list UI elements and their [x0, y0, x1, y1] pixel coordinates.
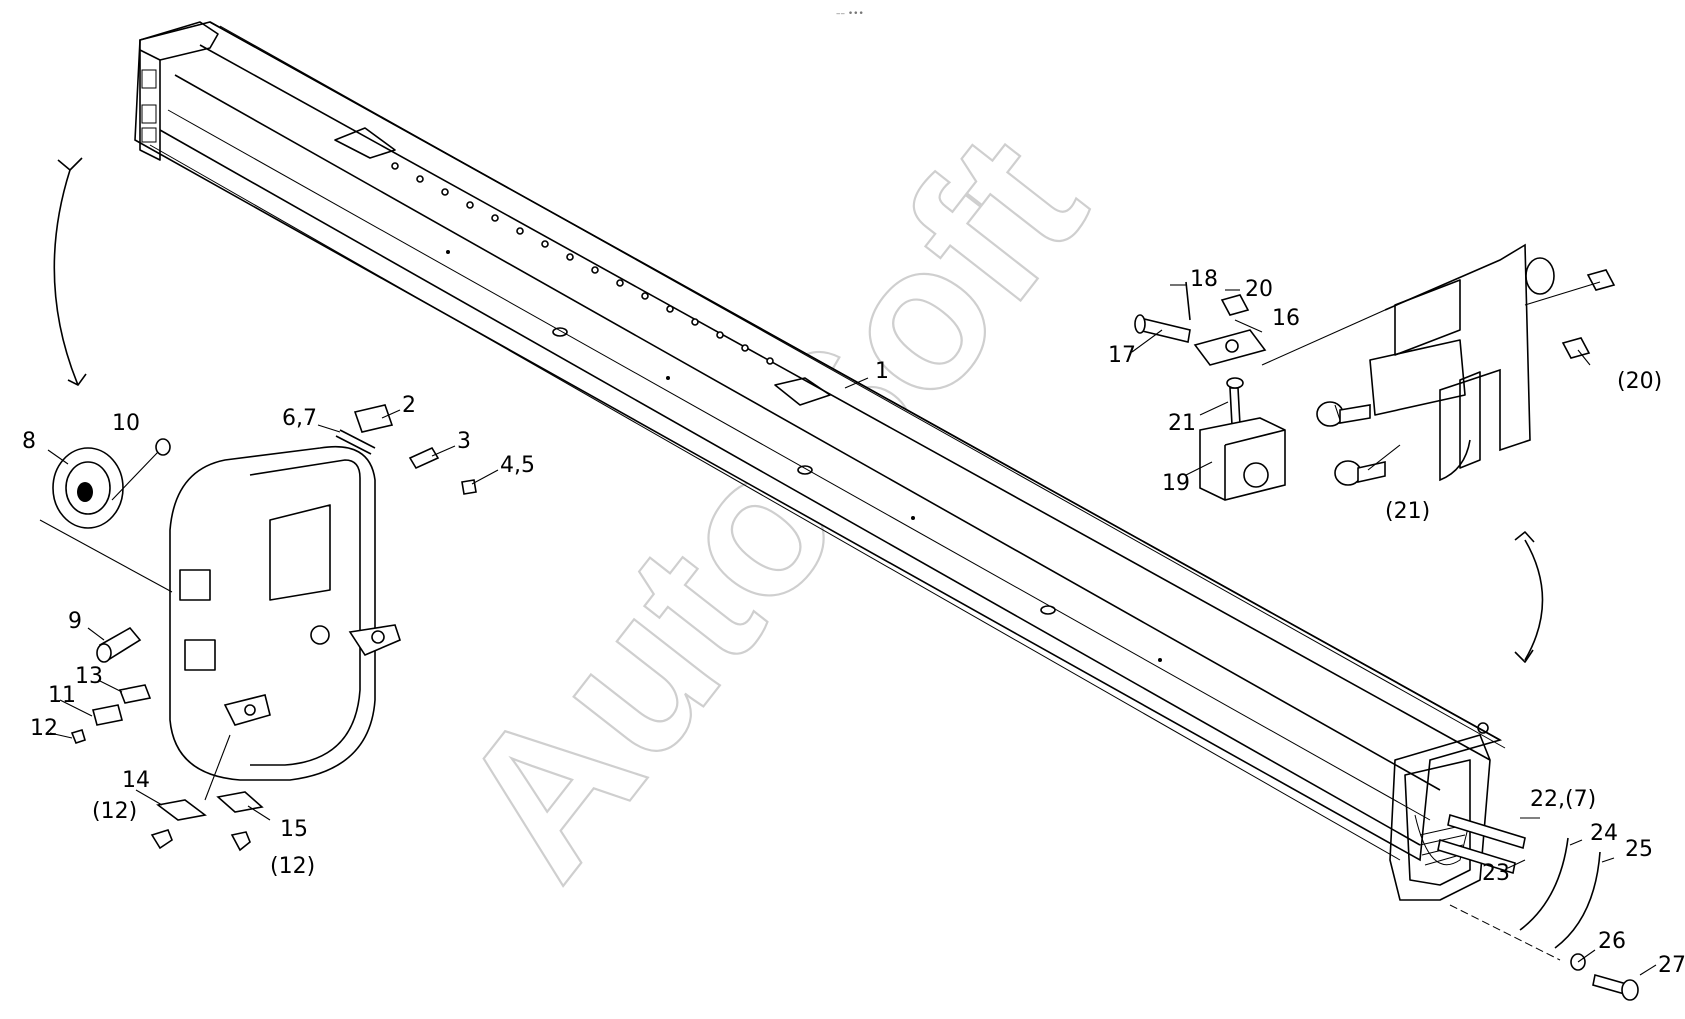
- callout-11: 11: [48, 683, 76, 708]
- callout-6-7: 6,7: [282, 406, 317, 431]
- pin-18: [1185, 281, 1191, 321]
- callout-23: 23: [1482, 861, 1510, 886]
- callout-12: 12: [30, 716, 58, 741]
- callout-12-b: (12): [92, 799, 137, 824]
- block-16: [1193, 329, 1267, 366]
- plate-11-13: [70, 684, 152, 744]
- callout-9: 9: [68, 609, 82, 634]
- bolt-4-5: [461, 479, 477, 495]
- bracket-assembly: [1369, 243, 1555, 482]
- spring-6-7: [335, 429, 376, 455]
- callout-24: 24: [1590, 821, 1618, 846]
- pin-3: [408, 446, 440, 470]
- callout-14: 14: [122, 768, 150, 793]
- callout-15: 15: [280, 817, 308, 842]
- callout-19: 19: [1162, 471, 1190, 496]
- callout-3: 3: [457, 429, 471, 454]
- block-19: [1199, 417, 1286, 501]
- callout-labels: 1 2 3 4,5 6,7 8 9 10 11 12 (12) (12) 13 …: [22, 267, 1685, 978]
- pin-9: [96, 626, 142, 663]
- seal-24-25: [1449, 837, 1601, 961]
- callout-18: 18: [1190, 267, 1218, 292]
- leader-lines: [39, 281, 1657, 976]
- left-end-housing: [169, 445, 401, 781]
- callout-2: 2: [402, 393, 416, 418]
- callout-22: 22,(7): [1530, 787, 1596, 812]
- callout-8: 8: [22, 429, 36, 454]
- bolt-27: [1592, 973, 1639, 1001]
- curved-arrow-right: [1514, 531, 1544, 663]
- callout-12-c: (12): [270, 854, 315, 879]
- callout-25: 25: [1625, 837, 1653, 862]
- callout-13: 13: [75, 664, 103, 689]
- callout-20: 20: [1245, 277, 1273, 302]
- callout-16: 16: [1272, 306, 1300, 331]
- nut-20: [1220, 269, 1616, 359]
- callout-4-5: 4,5: [500, 453, 535, 478]
- callout-17: 17: [1108, 343, 1136, 368]
- pulley-8: [52, 447, 124, 529]
- plates-14-15: [150, 791, 264, 852]
- callout-21: 21: [1168, 411, 1196, 436]
- callout-27: 27: [1658, 953, 1685, 978]
- curved-arrow-left: [53, 157, 87, 386]
- callout-20-b: (20): [1617, 369, 1662, 394]
- main-beam: [134, 21, 1506, 901]
- callout-1: 1: [875, 359, 889, 384]
- header-mark: –– •••: [836, 9, 864, 19]
- block-2: [353, 404, 394, 433]
- pin-17: [1134, 314, 1191, 343]
- strips-22-23: [1437, 813, 1526, 875]
- callout-26: 26: [1598, 929, 1626, 954]
- washer-10: [155, 438, 171, 456]
- callout-10: 10: [112, 411, 140, 436]
- callout-21-b: (21): [1385, 499, 1430, 524]
